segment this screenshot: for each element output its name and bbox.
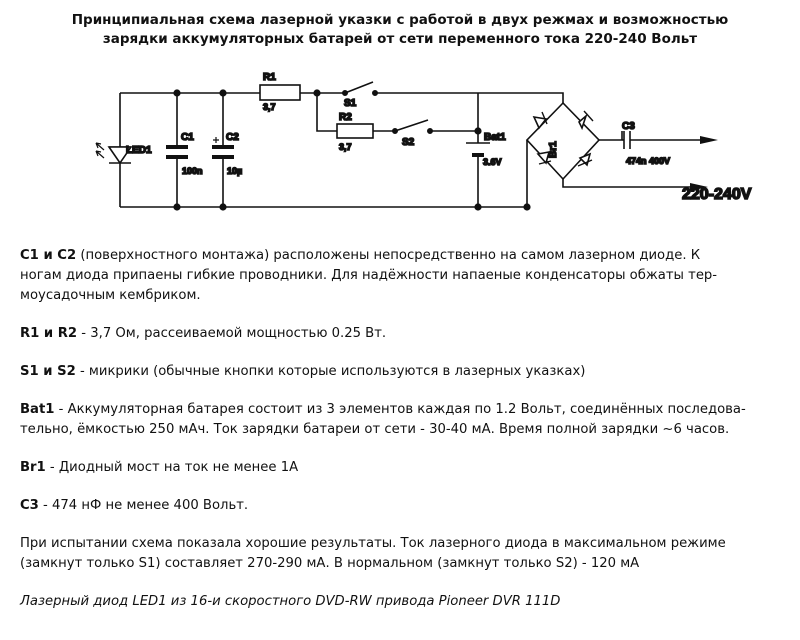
title-line-2: зарядки аккумуляторных батарей от сети п… — [102, 31, 698, 47]
diagram-title: Принципиальная схема лазерной указки с р… — [40, 11, 760, 49]
s2-label: S2 — [402, 137, 415, 148]
led1-label: LED1 — [126, 145, 152, 156]
s2-switch-symbol — [391, 119, 433, 135]
br1-label: Br1 — [548, 141, 559, 158]
r2-label: R2 — [339, 112, 352, 123]
circuit-schematic: LED1 C1 100n C2 10µ R1 3,7 S1 R2 3,7 S2 … — [95, 71, 753, 211]
mains-arrows — [690, 136, 718, 191]
c2-value: 10µ — [227, 166, 242, 176]
r1-value: 3,7 — [263, 102, 276, 112]
note-s1-s2: S1 и S2 - микрики (обычные кнопки которы… — [20, 362, 800, 382]
note-s1-s2-term: S1 и S2 — [20, 364, 76, 379]
s1-switch-symbol — [341, 81, 378, 97]
s1-label: S1 — [344, 98, 357, 109]
notes: C1 и C2 (поверхностного монтажа) располо… — [20, 246, 800, 630]
junction-r2 — [313, 89, 321, 97]
note-r1-r2: R1 и R2 - 3,7 Ом, рассеиваемой мощностью… — [20, 324, 800, 344]
note-c3: C3 - 474 нФ не менее 400 Вольт. — [20, 496, 800, 516]
c1-value: 100n — [182, 166, 203, 176]
note-bat1-term: Bat1 — [20, 402, 55, 417]
c3-capacitor-symbol — [621, 131, 700, 149]
note-c1-c2-line-1: (поверхностного монтажа) расположены неп… — [76, 248, 701, 263]
bat1-value: 3.6V — [483, 157, 502, 167]
c3-label: C3 — [622, 121, 635, 132]
r1-resistor-symbol — [259, 84, 301, 101]
c1-capacitor-symbol — [166, 89, 188, 211]
note-br1: Br1 - Диодный мост на ток не менее 1А — [20, 458, 800, 478]
note-bat1-line-1: - Аккумуляторная батарея состоит из 3 эл… — [54, 402, 746, 417]
note-c3-term: C3 — [20, 498, 39, 513]
note-c1-c2: C1 и C2 (поверхностного монтажа) располо… — [20, 246, 800, 306]
note-test-results: При испытании схема показала хорошие рез… — [20, 534, 800, 574]
c3-value: 474n 400V — [626, 156, 670, 166]
r2-resistor-symbol — [336, 123, 374, 139]
branch-r2-in — [316, 93, 337, 132]
r1-label: R1 — [263, 72, 276, 83]
note-c1-c2-term: C1 и C2 — [20, 248, 77, 263]
title-line-1: Принципиальная схема лазерной указки с р… — [71, 12, 729, 28]
bat1-battery-symbol — [466, 93, 490, 211]
note-r1-r2-text: - 3,7 Ом, рассеиваемой мощностью 0.25 Вт… — [77, 326, 387, 341]
c2-capacitor-symbol — [212, 89, 234, 211]
note-bat1-line-2: тельно, ёмкостью 250 мАч. Ток зарядки ба… — [20, 422, 730, 437]
note-br1-text: - Диодный мост на ток не менее 1А — [45, 460, 299, 475]
c1-label: C1 — [181, 132, 194, 143]
mains-voltage-label: 220-240V — [682, 186, 752, 203]
note-br1-term: Br1 — [20, 460, 46, 475]
note-c1-c2-line-3: моусадочным кембриком. — [20, 288, 201, 303]
r2-value: 3,7 — [339, 142, 352, 152]
note-test-results-line-1: При испытании схема показала хорошие рез… — [20, 536, 726, 551]
note-test-results-line-2: (замкнут только S1) составляет 270-290 м… — [20, 556, 640, 571]
note-c1-c2-line-2: ногам диода припаены гибкие проводники. … — [20, 268, 718, 283]
note-bat1: Bat1 - Аккумуляторная батарея состоит из… — [20, 400, 800, 440]
led1-symbol — [95, 93, 133, 207]
bat1-label: Bat1 — [484, 132, 506, 143]
note-laser-diode-source: Лазерный диод LED1 из 16-и скоростного D… — [20, 594, 561, 609]
note-c3-text: - 474 нФ не менее 400 Вольт. — [38, 498, 249, 513]
c2-label: C2 — [226, 132, 239, 143]
br1-diode-bridge-symbol — [478, 92, 690, 211]
note-r1-r2-term: R1 и R2 — [20, 326, 78, 341]
note-s1-s2-text: - микрики (обычные кнопки которые исполь… — [75, 364, 586, 379]
